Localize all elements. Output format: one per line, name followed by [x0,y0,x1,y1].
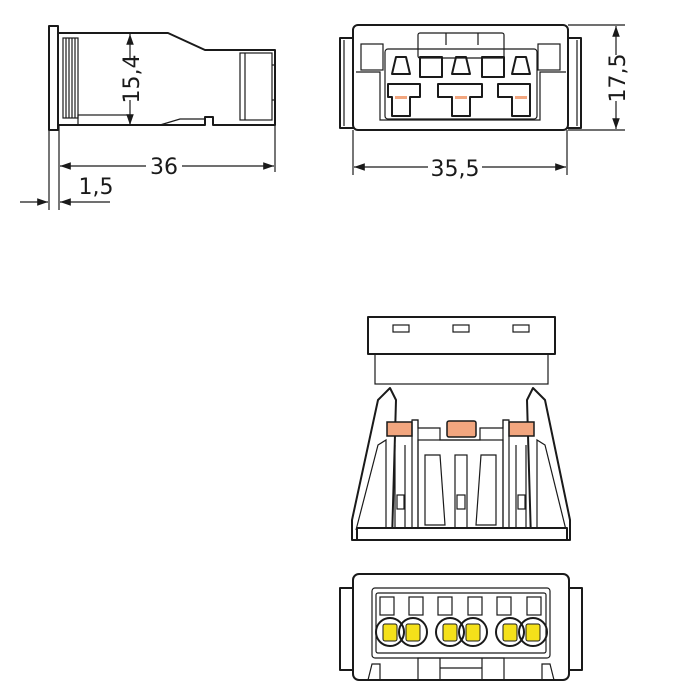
ribbed-section [62,37,79,119]
release-tab-left [386,421,413,437]
right-rib [566,37,582,129]
top-base [356,527,568,541]
wire-entries [387,56,531,117]
top-view [351,316,571,541]
side-height-label: 15,4 [120,55,145,104]
side-view: 15,4 36 1,5 [20,25,276,210]
contacts [375,617,548,647]
front-flange [48,25,59,131]
contact-pin [382,623,398,642]
release-tab-indicator [395,96,407,99]
contact-slots [379,596,542,616]
front-width-label: 35,5 [431,157,480,182]
flange-thickness-label: 1,5 [79,175,114,200]
side-end-cap [239,52,273,121]
side-body [57,32,276,126]
top-cap [367,316,556,355]
bottom-view [339,573,583,681]
release-tab-center [446,420,477,438]
front-body [352,24,569,131]
left-rib [339,37,355,129]
release-tab-right [508,421,535,437]
front-height-label: 17,5 [606,54,631,103]
side-length-label: 36 [150,155,178,180]
front-view: 17,5 35,5 [339,24,631,182]
